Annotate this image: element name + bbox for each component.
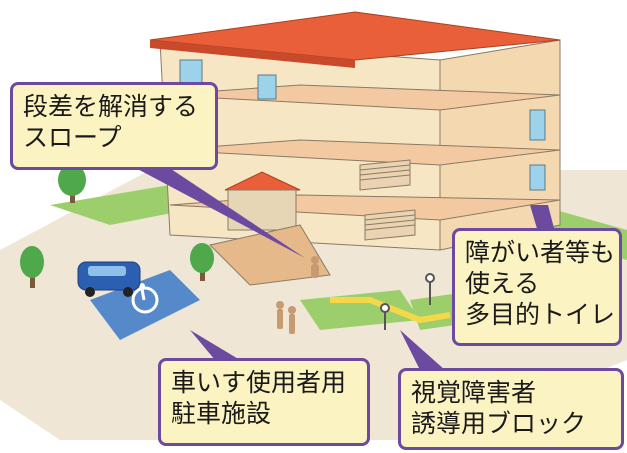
callout-toilet-line-2: 使える xyxy=(465,269,540,298)
callout-toilet-line-1: 障がい者等も xyxy=(465,238,616,267)
tree-icon xyxy=(58,164,86,203)
callout-braille-line-2: 誘導用ブロック xyxy=(411,409,587,438)
lamp-post xyxy=(380,273,435,330)
callout-braille: 視覚障害者 誘導用ブロック xyxy=(398,368,624,450)
callout-parking-line-2: 駐車施設 xyxy=(171,399,272,428)
callout-slope-line-1: 段差を解消する xyxy=(23,92,199,121)
window xyxy=(529,164,546,191)
callout-pointer-parking xyxy=(190,330,240,360)
ramp xyxy=(209,224,331,286)
car-icon xyxy=(77,261,141,297)
tactile-guide-blocks xyxy=(330,297,451,324)
callout-pointer-toilet xyxy=(530,205,555,232)
staircase xyxy=(359,159,416,241)
tree-icon xyxy=(190,243,214,281)
person-figure xyxy=(276,256,319,334)
entrance xyxy=(227,189,297,231)
callout-parking-line-1: 車いす使用者用 xyxy=(171,368,347,397)
wheelchair-icon xyxy=(131,283,159,314)
roof-edge xyxy=(150,40,355,68)
accessible-parking-space xyxy=(90,270,200,340)
callout-parking: 車いす使用者用 駐車施設 xyxy=(158,358,370,446)
tree-icon xyxy=(20,246,44,288)
window xyxy=(529,109,546,141)
callout-pointer-slope xyxy=(130,165,305,258)
floor-slab-2 xyxy=(164,139,561,166)
callout-pointer-braille xyxy=(400,330,445,370)
callout-braille-line-1: 視覚障害者 xyxy=(411,378,537,407)
callout-slope-line-2: スロープ xyxy=(23,123,122,152)
callout-toilet: 障がい者等も 使える 多目的トイレ xyxy=(452,228,622,346)
window xyxy=(257,74,277,100)
callout-toilet-line-3: 多目的トイレ xyxy=(465,300,616,329)
callout-slope: 段差を解消する スロープ xyxy=(10,82,218,170)
